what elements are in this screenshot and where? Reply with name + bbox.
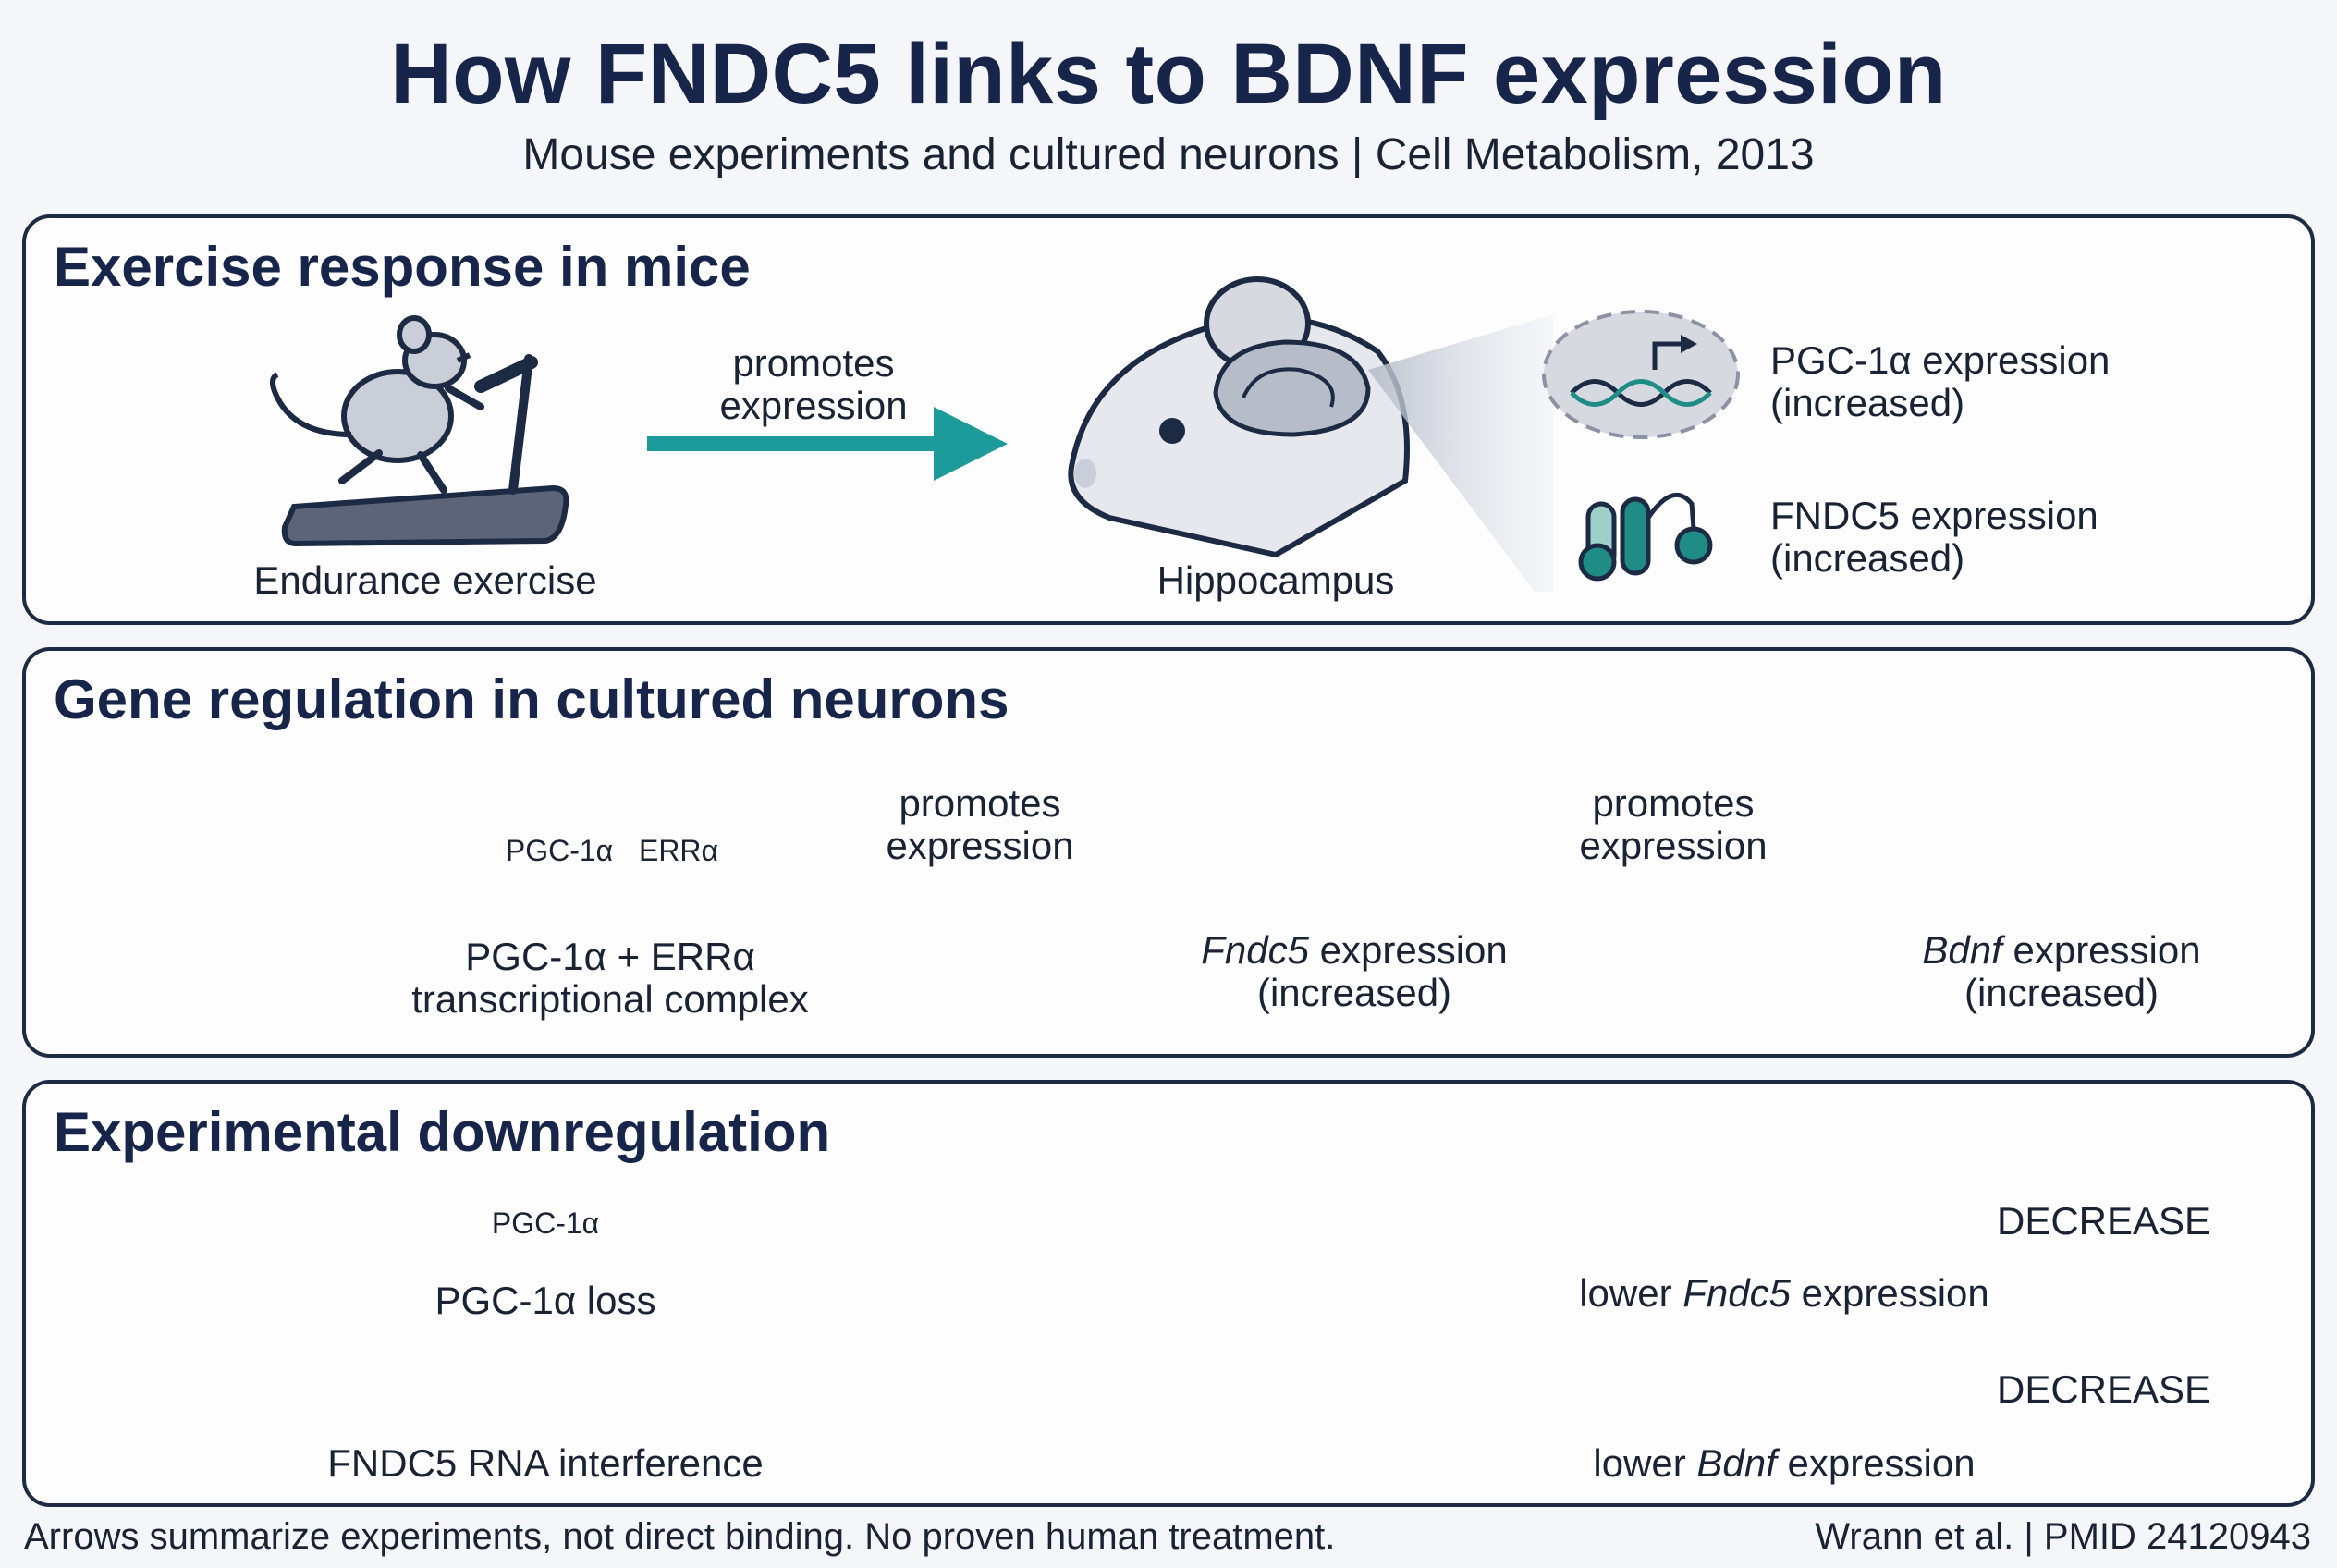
panel-heading: Gene regulation in cultured neurons (54, 668, 1009, 730)
page-subtitle: Mouse experiments and cultured neurons |… (522, 130, 1815, 179)
complex-label-line1: PGC-1α + ERRα (465, 935, 755, 978)
arrow3-label-line1: promotes (1592, 781, 1755, 825)
fndc5-gene-name: Fndc5 (1201, 928, 1309, 972)
bdnf-gene-name: Bdnf (1696, 1441, 1777, 1485)
footer-disclaimer: Arrows summarize experiments, not direct… (24, 1516, 1336, 1557)
lower-bdnf-label: lower Bdnf expression (1593, 1441, 1976, 1485)
panel-heading: Experimental downregulation (54, 1101, 831, 1163)
bdnf-gene-name: Bdnf (1922, 928, 2002, 972)
pgc-tag: PGC-1α (505, 834, 614, 867)
arrow1-label-line2: expression (719, 384, 908, 427)
dna-bubble-icon (1542, 310, 1740, 439)
arrow3-label-line2: expression (1579, 824, 1768, 867)
footer-citation: Wrann et al. | PMID 24120943 (1815, 1516, 2311, 1557)
fndc5-expression-label: FNDC5 expression (1770, 494, 2098, 537)
complex-label-line2: transcriptional complex (411, 977, 809, 1021)
pgc-loss-label: PGC-1α loss (434, 1279, 656, 1322)
fndc5-expression-label: Fndc5 expression (1201, 928, 1508, 972)
decrease-label-1: DECREASE (1997, 1199, 2211, 1243)
bdnf-expression-label: Bdnf expression (1922, 928, 2201, 972)
fndc5-gene-name: Fndc5 (1682, 1271, 1791, 1315)
fndc5-increased-label: (increased) (1770, 536, 1965, 580)
panel-downregulation: Experimental downregulation (22, 1080, 2315, 1507)
decrease-label-2: DECREASE (1997, 1367, 2211, 1411)
fndc5-increased-label: (increased) (1256, 971, 1452, 1014)
arrow1-label-line1: promotes (732, 341, 895, 385)
pgc-expression-label: PGC-1α expression (1770, 338, 2111, 382)
rnai-label: FNDC5 RNA interference (327, 1441, 764, 1485)
pgc-increased-label: (increased) (1770, 381, 1965, 424)
exercise-label: Endurance exercise (253, 558, 597, 602)
promotes-arrow-1 (647, 407, 1008, 481)
arrow2-label-line2: expression (886, 824, 1074, 867)
panel-gene-regulation: Gene regulation in cultured neurons (22, 647, 2315, 1058)
treadmill-mouse-icon (270, 315, 569, 547)
panel-heading: Exercise response in mice (54, 236, 751, 298)
arrow2-label-line1: promotes (899, 781, 1061, 825)
mouse-head-icon (1068, 276, 1553, 592)
page-title: How FNDC5 links to BDNF expression (390, 27, 1947, 121)
bdnf-increased-label: (increased) (1964, 971, 2160, 1014)
crossed-pgc-tag: PGC-1α (491, 1207, 600, 1240)
protein-icon (1578, 493, 1713, 582)
hippocampus-label: Hippocampus (1156, 558, 1395, 602)
err-tag: ERRα (638, 834, 719, 867)
lower-fndc5-label: lower Fndc5 expression (1579, 1271, 1989, 1315)
